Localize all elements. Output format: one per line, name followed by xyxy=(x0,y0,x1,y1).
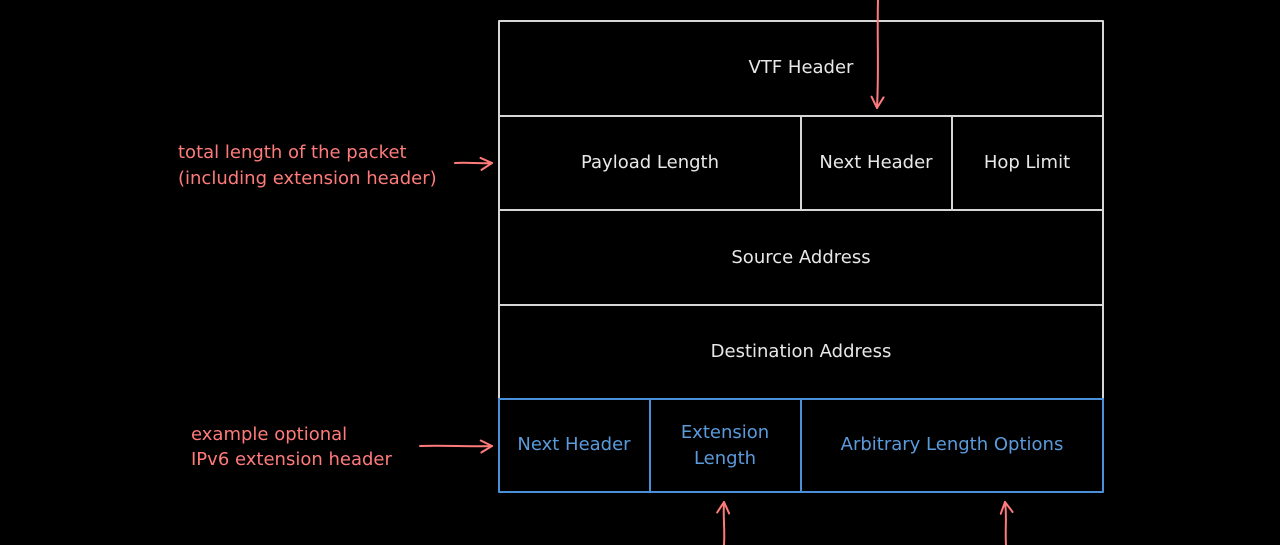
optional-ext-annotation-line1: example optional xyxy=(191,424,347,445)
annotations: total length of the packet (including ex… xyxy=(178,142,437,470)
ext-length-cell xyxy=(649,398,802,493)
total-length-annotation-line1: total length of the packet xyxy=(178,142,407,163)
arrow-to-extension-header xyxy=(419,439,493,454)
arrow-to-payload-length xyxy=(454,156,493,171)
arrows xyxy=(419,0,1014,545)
ext-options-label: Arbitrary Length Options xyxy=(841,434,1064,455)
total-length-annotation-line2: (including extension header) xyxy=(178,168,437,189)
ext-length-label-line2: Length xyxy=(694,448,756,469)
ext-options-cell xyxy=(800,398,1104,493)
optional-ext-annotation-line2: IPv6 extension header xyxy=(191,449,392,470)
extension-header: Next Header Extension Length Arbitrary L… xyxy=(498,398,1104,493)
arrow-to-extension-length xyxy=(716,501,731,545)
ipv6-fixed-header: VTF Header Payload Length Next Header Ho… xyxy=(498,20,1104,400)
ext-next-header-label: Next Header xyxy=(517,434,631,455)
next-header-label: Next Header xyxy=(819,152,933,173)
destination-address-label: Destination Address xyxy=(711,341,892,362)
source-address-label: Source Address xyxy=(731,247,870,268)
vtf-header-label: VTF Header xyxy=(749,57,855,78)
ext-length-label-line1: Extension xyxy=(681,422,769,443)
arrow-to-next-header xyxy=(870,0,885,109)
hop-limit-label: Hop Limit xyxy=(984,152,1070,173)
payload-length-label: Payload Length xyxy=(581,152,719,173)
arrow-to-options xyxy=(999,501,1014,545)
